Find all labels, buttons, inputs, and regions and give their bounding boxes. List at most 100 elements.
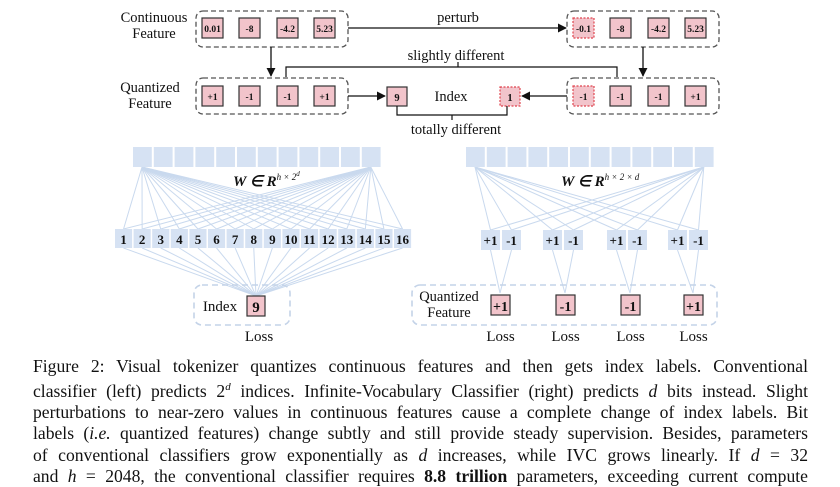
index-value: 9 (394, 93, 399, 104)
left-output-label: 8 (251, 232, 258, 247)
caption-l5-var: d (418, 445, 427, 465)
left-output-label: 6 (213, 232, 220, 247)
left-weight-sup: h × 2 (277, 172, 297, 182)
left-loss-line (256, 248, 365, 296)
perturbed-feature-value: -8 (617, 25, 625, 35)
left-target-value: 9 (252, 300, 260, 316)
left-target-label: Index (203, 299, 238, 315)
right-weight-line (699, 167, 704, 230)
totally-different-label: totally different (411, 122, 501, 138)
caption-l6b: = 2048, the conventional classifier requ… (77, 466, 425, 486)
right-loss-label: Loss (551, 329, 580, 345)
figure-caption: Figure 2: Visual tokenizer quantizes con… (33, 356, 808, 487)
left-output-label: 10 (284, 232, 297, 247)
caption-l2c: bits instead. Slight (657, 381, 808, 401)
left-loss-label: Loss (245, 329, 274, 345)
right-target-value: -1 (560, 300, 572, 315)
right-output-label: -1 (693, 233, 704, 248)
right-hidden-unit (549, 147, 568, 167)
continuous-feature-value: -8 (246, 25, 254, 35)
right-output-label: +1 (484, 233, 498, 248)
left-hidden-unit (216, 147, 235, 167)
left-output-label: 1 (120, 232, 127, 247)
quantized-feature-label-line1: Quantized (120, 80, 180, 96)
quantized-feature-value: -1 (246, 93, 254, 103)
caption-l2a: classifier (left) predicts 2 (33, 381, 225, 401)
right-output-label: +1 (610, 233, 624, 248)
caption-line-6: and h = 2048, the conventional classifie… (33, 466, 808, 487)
right-output-label: -1 (632, 233, 643, 248)
left-output-label: 7 (232, 232, 239, 247)
right-loss-line (617, 250, 631, 293)
quantized-perturbed-feature-value: -1 (655, 93, 663, 103)
caption-l6c: parameters, exceeding current compute (507, 466, 808, 486)
right-weight-base: W ∈ R (561, 174, 605, 190)
right-hidden-unit (632, 147, 651, 167)
caption-l5b: increases, while IVC grows linearly. If (427, 445, 750, 465)
perturbed-feature-value: -0.1 (576, 25, 591, 35)
left-hidden-unit (299, 147, 318, 167)
right-weight-line (475, 167, 553, 230)
left-output-label: 13 (340, 232, 354, 247)
left-output-label: 4 (176, 232, 183, 247)
left-hidden-unit (175, 147, 194, 167)
index-label: Index (434, 89, 468, 105)
right-loss-line (491, 250, 501, 293)
left-loss-line (198, 248, 256, 296)
left-hidden-unit (237, 147, 256, 167)
right-hidden-unit (570, 147, 589, 167)
left-output-label: 14 (359, 232, 373, 247)
right-loss-label: Loss (679, 329, 708, 345)
left-hidden-unit (279, 147, 298, 167)
left-output-label: 9 (269, 232, 276, 247)
right-target-label-line1: Quantized (419, 289, 479, 305)
caption-line-3: perturbations to near-zero values in con… (33, 402, 808, 423)
left-loss-line (254, 248, 256, 296)
left-loss-line (142, 248, 256, 296)
right-hidden-unit (653, 147, 672, 167)
right-weight-sup: h × 2 × d (605, 172, 640, 182)
right-weight-formula: W ∈ Rh × 2 × d (561, 172, 640, 190)
right-output-label: +1 (671, 233, 685, 248)
right-hidden-unit (695, 147, 714, 167)
continuous-feature-label-line1: Continuous (121, 10, 188, 26)
left-hidden-unit (258, 147, 277, 167)
left-weight-line (371, 167, 403, 229)
continuous-feature-value: -4.2 (280, 25, 295, 35)
right-loss-label: Loss (616, 329, 645, 345)
quantized-perturbed-feature-value: -1 (580, 93, 588, 103)
quantized-perturbed-feature-value: +1 (690, 93, 700, 103)
caption-l4a: labels ( (33, 423, 89, 443)
right-hidden-unit (674, 147, 693, 167)
left-loss-line (256, 248, 384, 296)
left-weight-line (124, 167, 142, 229)
left-hidden-unit (154, 147, 173, 167)
perturbed-feature-value: -4.2 (651, 25, 666, 35)
left-hidden-unit (320, 147, 339, 167)
caption-l6-var: h (68, 466, 77, 486)
caption-l5a: of conventional classifiers grow exponen… (33, 445, 418, 465)
slightly-different-bracket (286, 62, 617, 77)
right-hidden-unit (487, 147, 506, 167)
left-loss-line (256, 248, 328, 296)
left-hidden-unit (133, 147, 152, 167)
index-perturbed-value: 1 (507, 93, 512, 104)
perturbed-feature-value: 5.23 (687, 25, 704, 35)
continuous-feature-value: 0.01 (204, 25, 221, 35)
right-hidden-unit (591, 147, 610, 167)
left-output-label: 15 (377, 232, 391, 247)
left-weight-line (371, 167, 384, 229)
left-output-label: 12 (322, 232, 335, 247)
continuous-feature-value: 5.23 (316, 25, 333, 35)
left-weight-sup2: d (296, 170, 300, 178)
caption-l5c: = 32 (759, 445, 808, 465)
left-output-label: 3 (158, 232, 165, 247)
right-weight-line (475, 167, 491, 230)
left-loss-line (256, 248, 403, 296)
right-target-value: -1 (625, 300, 637, 315)
quantized-feature-value: +1 (319, 93, 329, 103)
right-loss-line (693, 250, 699, 293)
left-weight-line (142, 167, 235, 229)
left-weight-line (365, 167, 370, 229)
